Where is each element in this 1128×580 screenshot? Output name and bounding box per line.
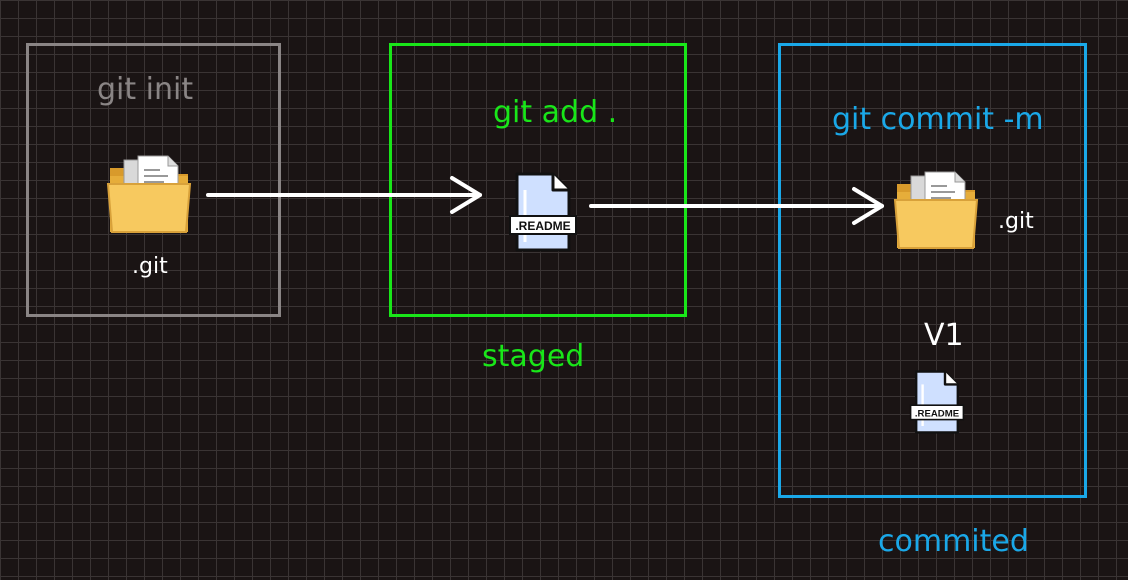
git-init-box	[26, 43, 281, 317]
git-commit-title: git commit -m	[832, 102, 1044, 137]
git-init-title: git init	[97, 72, 194, 107]
readme-badge-committed: .README	[915, 408, 960, 419]
commited-caption: commited	[878, 524, 1029, 559]
commit-git-label: .git	[998, 209, 1034, 234]
arrow-init-to-add	[206, 176, 482, 214]
git-add-title: git add .	[493, 95, 618, 130]
readme-file-icon: .README	[509, 172, 577, 252]
arrow-add-to-commit	[589, 187, 884, 225]
version-label: V1	[924, 318, 964, 353]
folder-icon	[893, 171, 979, 249]
staged-caption: staged	[482, 339, 585, 374]
folder-icon	[106, 155, 192, 233]
git-add-box	[389, 43, 687, 317]
readme-file-icon: .README	[909, 370, 965, 434]
readme-badge-staged: .README	[515, 219, 570, 233]
git-commit-box	[778, 43, 1087, 498]
init-git-label: .git	[132, 254, 168, 279]
